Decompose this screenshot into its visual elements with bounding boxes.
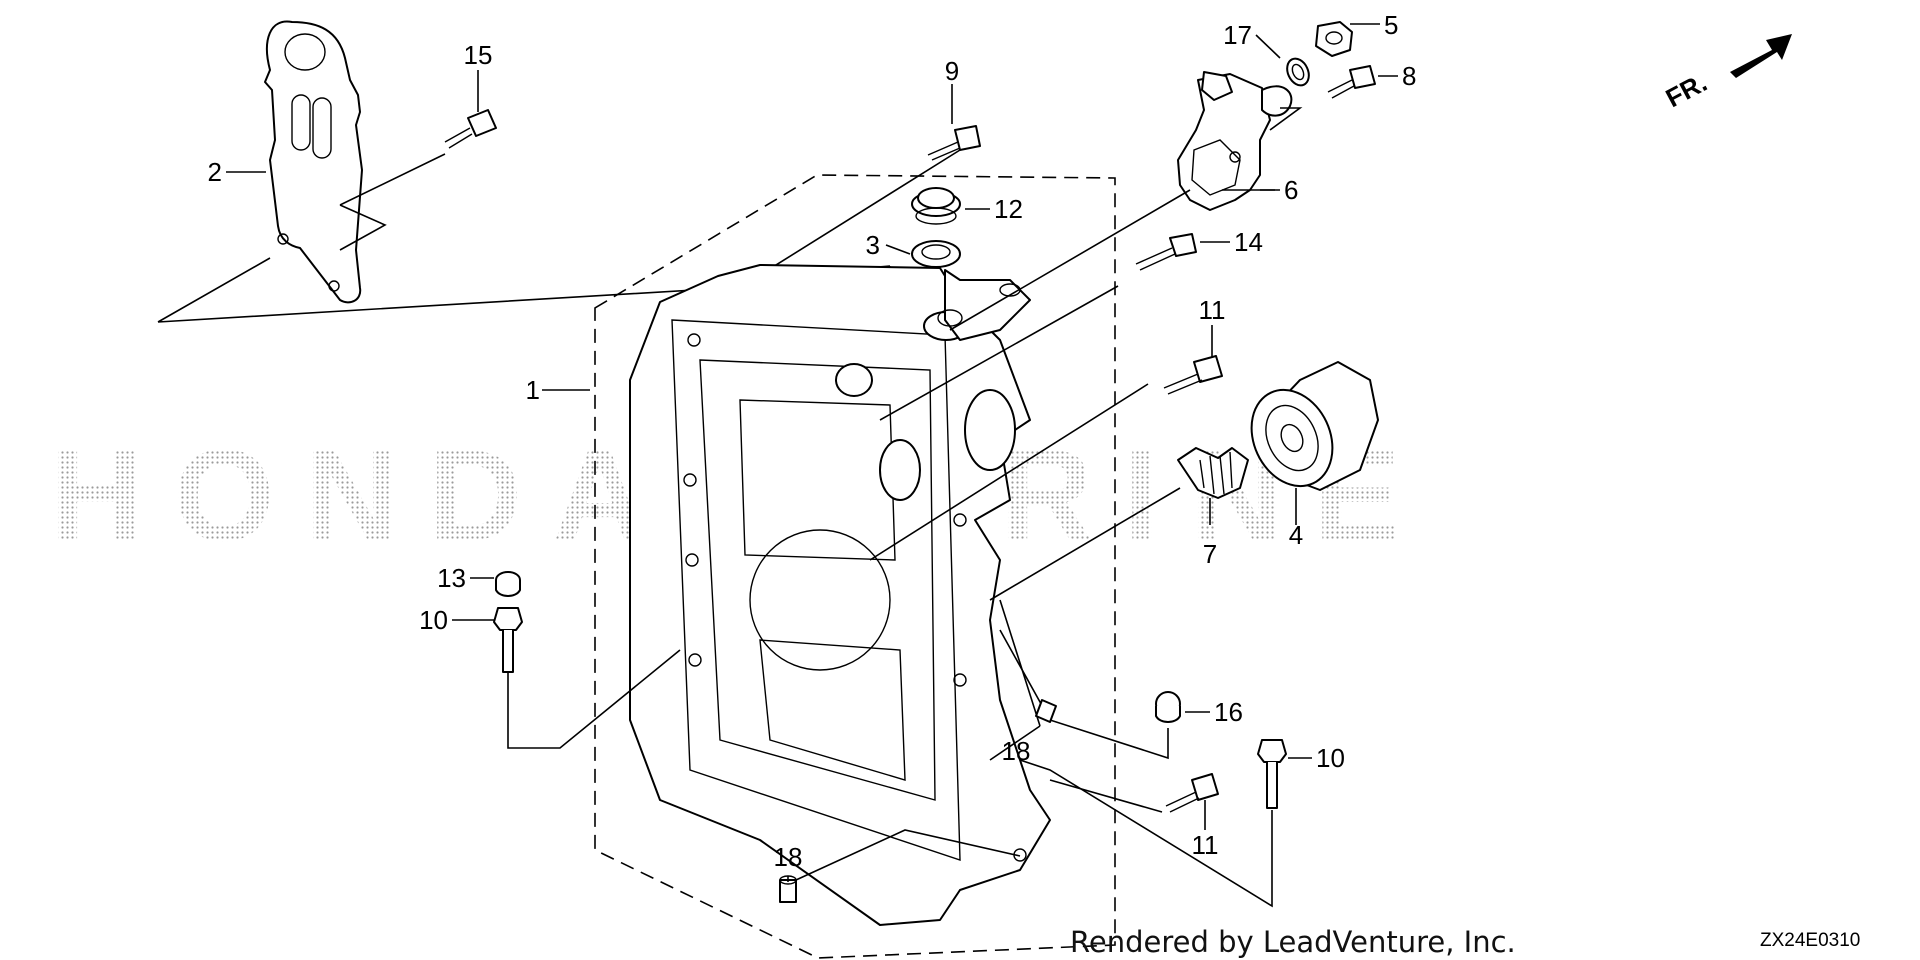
callout-16: 16 [1214, 697, 1243, 727]
part-2-bracket [264, 20, 363, 304]
callout-11-upper: 11 [1199, 295, 1226, 325]
part-7-oil-filter-nipple [1177, 447, 1249, 499]
part-5-plug [1315, 21, 1353, 57]
part-13-cap [495, 571, 521, 597]
part-4-oil-filter [1250, 361, 1379, 491]
callout-17: 17 [1223, 20, 1252, 50]
part-3-washer [911, 240, 961, 268]
part-8-bolt [1327, 65, 1376, 99]
diagram-code: ZX24E0310 [1760, 930, 1860, 951]
part-10-bolt-right [1257, 739, 1287, 809]
callout-15: 15 [464, 40, 493, 70]
direction-arrow-icon [1730, 34, 1792, 78]
callout-14: 14 [1234, 227, 1263, 257]
part-12-cap [911, 187, 961, 225]
part-11-bolt-lower [1165, 773, 1219, 813]
callout-9: 9 [945, 56, 959, 86]
part-6-water-elbow [1177, 71, 1293, 211]
front-direction-indicator: FR. [1661, 34, 1792, 113]
render-credit: Rendered by LeadVenture, Inc. [1070, 925, 1516, 959]
callout-2: 2 [208, 157, 222, 187]
callout-6: 6 [1284, 175, 1298, 205]
part-1-cylinder-block [629, 264, 1051, 926]
callout-numbers: 1 2 3 4 5 6 7 8 9 10 10 11 11 12 13 14 1… [208, 10, 1417, 872]
callout-12: 12 [994, 194, 1023, 224]
callout-18-upper: 18 [1002, 736, 1031, 766]
callout-13: 13 [437, 563, 466, 593]
callout-11-lower: 11 [1192, 830, 1219, 860]
callout-7: 7 [1203, 539, 1217, 569]
part-15-bolt [444, 109, 497, 149]
callout-18-lower: 18 [774, 842, 803, 872]
callout-10-left: 10 [419, 605, 448, 635]
part-14-bolt [1135, 233, 1197, 271]
callout-4: 4 [1289, 520, 1303, 550]
callout-10-right: 10 [1316, 743, 1345, 773]
callout-1: 1 [526, 375, 540, 405]
part-9-bolt [927, 125, 981, 161]
part-18-dowel-upper [1035, 699, 1057, 723]
assembly-outline [594, 174, 1116, 959]
callout-3: 3 [866, 230, 880, 260]
part-17-o-ring [1286, 57, 1310, 87]
part-11-bolt-upper [1163, 355, 1223, 395]
part-16-cap-nut [1155, 691, 1181, 723]
part-10-bolt-left [493, 607, 523, 673]
callout-leaders [226, 23, 1398, 882]
callout-5: 5 [1384, 10, 1398, 40]
direction-label: FR. [1661, 67, 1712, 113]
callout-8: 8 [1402, 61, 1416, 91]
